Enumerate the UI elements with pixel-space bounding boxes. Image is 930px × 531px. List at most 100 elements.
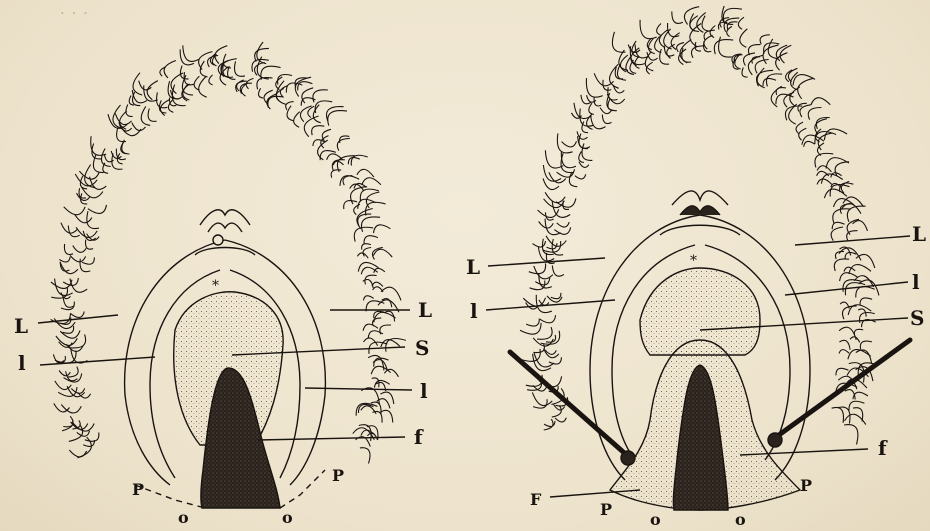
hair-strand [164, 61, 176, 79]
left-label-l-inner: l [18, 353, 26, 373]
left-label-P-right: P [332, 468, 344, 484]
hair-strand [702, 16, 710, 32]
hair-strand [586, 78, 602, 97]
hair-strand [600, 108, 612, 114]
hair-strand [839, 327, 856, 340]
hair-strand [258, 88, 263, 98]
hair-strand [557, 222, 570, 227]
hair-strand [361, 267, 378, 274]
hair-strand [826, 158, 849, 169]
hair-strand [361, 217, 380, 232]
hair-strand [536, 295, 552, 313]
hair-strand [594, 98, 601, 106]
right-label-l-inner: l [470, 301, 478, 321]
hair-strand [360, 448, 370, 464]
hair-strand [361, 406, 376, 414]
hair-strand [115, 114, 131, 125]
hair-strand [68, 226, 79, 237]
hair-strand [55, 381, 72, 390]
hair-strand [117, 128, 126, 142]
hair-strand [92, 143, 102, 159]
hair-strand [839, 350, 849, 354]
hair-strand [351, 155, 367, 165]
hair-strand [356, 403, 377, 415]
hair-strand [368, 331, 383, 338]
left-label-o-left: o [178, 510, 189, 526]
hair-strand [740, 29, 748, 48]
svg-text:*: * [690, 253, 697, 269]
right-label-P-left: P [600, 502, 612, 518]
hair-strand [763, 78, 776, 86]
hair-strand [79, 188, 86, 198]
hair-strand [183, 45, 199, 61]
hair-strand [70, 255, 86, 261]
left-label-L-right: L [418, 300, 432, 320]
hair-strand [545, 192, 565, 202]
hair-strand [80, 259, 90, 272]
hair-strand [839, 340, 850, 349]
hair-strand [856, 287, 875, 298]
hair-strand [86, 240, 94, 250]
hair-strand [372, 282, 383, 286]
hair-strand [798, 78, 814, 99]
hair-strand [635, 57, 640, 69]
hair-strand [602, 115, 611, 124]
left-label-S: S [415, 338, 429, 358]
right-label-o-right: o [735, 512, 746, 528]
left-label-l-right: l [420, 381, 428, 401]
left-label-L-outer: L [14, 316, 28, 336]
hair-strand [126, 105, 133, 117]
hair-strand [845, 252, 856, 258]
hair-strand [854, 329, 863, 335]
hair-strand [88, 205, 107, 214]
hair-strand [544, 199, 565, 208]
hair-strand [351, 187, 368, 204]
hair-strand [549, 357, 562, 364]
hair-strand [552, 406, 562, 418]
hair-strand [537, 327, 552, 339]
hair-strand [850, 337, 860, 343]
hair-strand [575, 174, 586, 179]
hair-strand [655, 36, 662, 52]
hair-strand [582, 122, 588, 133]
hair-strand [526, 319, 539, 327]
hair-strand [348, 158, 359, 165]
hair-strand [257, 42, 266, 64]
hair-strand [68, 367, 79, 378]
hair-strand [635, 44, 648, 58]
hair-strand [723, 8, 742, 22]
hair-strand [172, 85, 185, 106]
right-label-o-left: o [650, 512, 661, 528]
hair-strand [103, 163, 108, 174]
hair-strand [608, 99, 614, 110]
hair-strand [557, 133, 572, 152]
hair-strand [849, 401, 864, 410]
hair-strand [834, 259, 849, 271]
hair-strand [73, 246, 87, 253]
hair-strand [101, 149, 110, 167]
right-label-l-right: l [912, 272, 920, 292]
hair-strand [589, 103, 594, 114]
hair-strand [582, 143, 592, 160]
hair-strand [87, 234, 100, 241]
hair-strand [546, 236, 566, 247]
right-label-S: S [910, 308, 924, 328]
hair-strand [199, 76, 207, 97]
hair-strand [59, 371, 70, 376]
hair-strand [85, 432, 99, 441]
hair-strand [640, 20, 657, 39]
hair-strand [331, 170, 341, 178]
hair-strand [562, 141, 577, 147]
hair-strand [59, 257, 70, 262]
hair-strand [75, 214, 92, 222]
hair-strand [591, 115, 606, 129]
hair-strand [581, 95, 591, 104]
hair-strand [551, 293, 561, 299]
hair-strand [817, 166, 831, 172]
hair-strand [70, 279, 87, 293]
hair-strand [374, 225, 391, 233]
hair-strand [77, 193, 90, 200]
hair-strand [354, 204, 360, 215]
hair-strand [257, 78, 273, 90]
